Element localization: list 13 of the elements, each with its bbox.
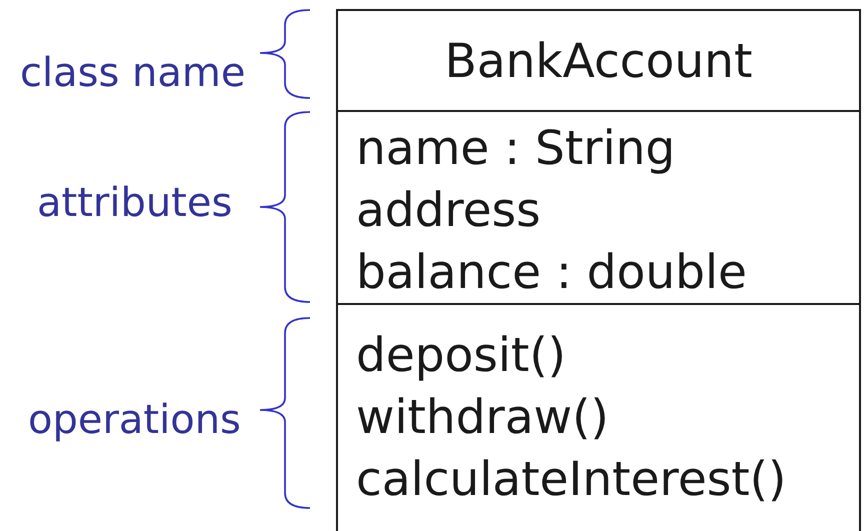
attribute-text: name : String [356,120,676,178]
callout-label: operations [28,397,241,443]
operations-compartment [336,303,861,531]
operation-text: deposit() [356,327,566,385]
attribute-text: address [356,182,541,240]
operation-text: calculateInterest() [356,451,786,509]
callout-label: class name [20,50,246,96]
attributes-compartment [336,110,861,305]
attribute-text: balance : double [356,244,747,302]
operation-text: withdraw() [356,389,609,447]
class-name: BankAccount [444,33,752,91]
class-name-compartment [336,9,861,112]
callout-label: attributes [37,180,232,226]
